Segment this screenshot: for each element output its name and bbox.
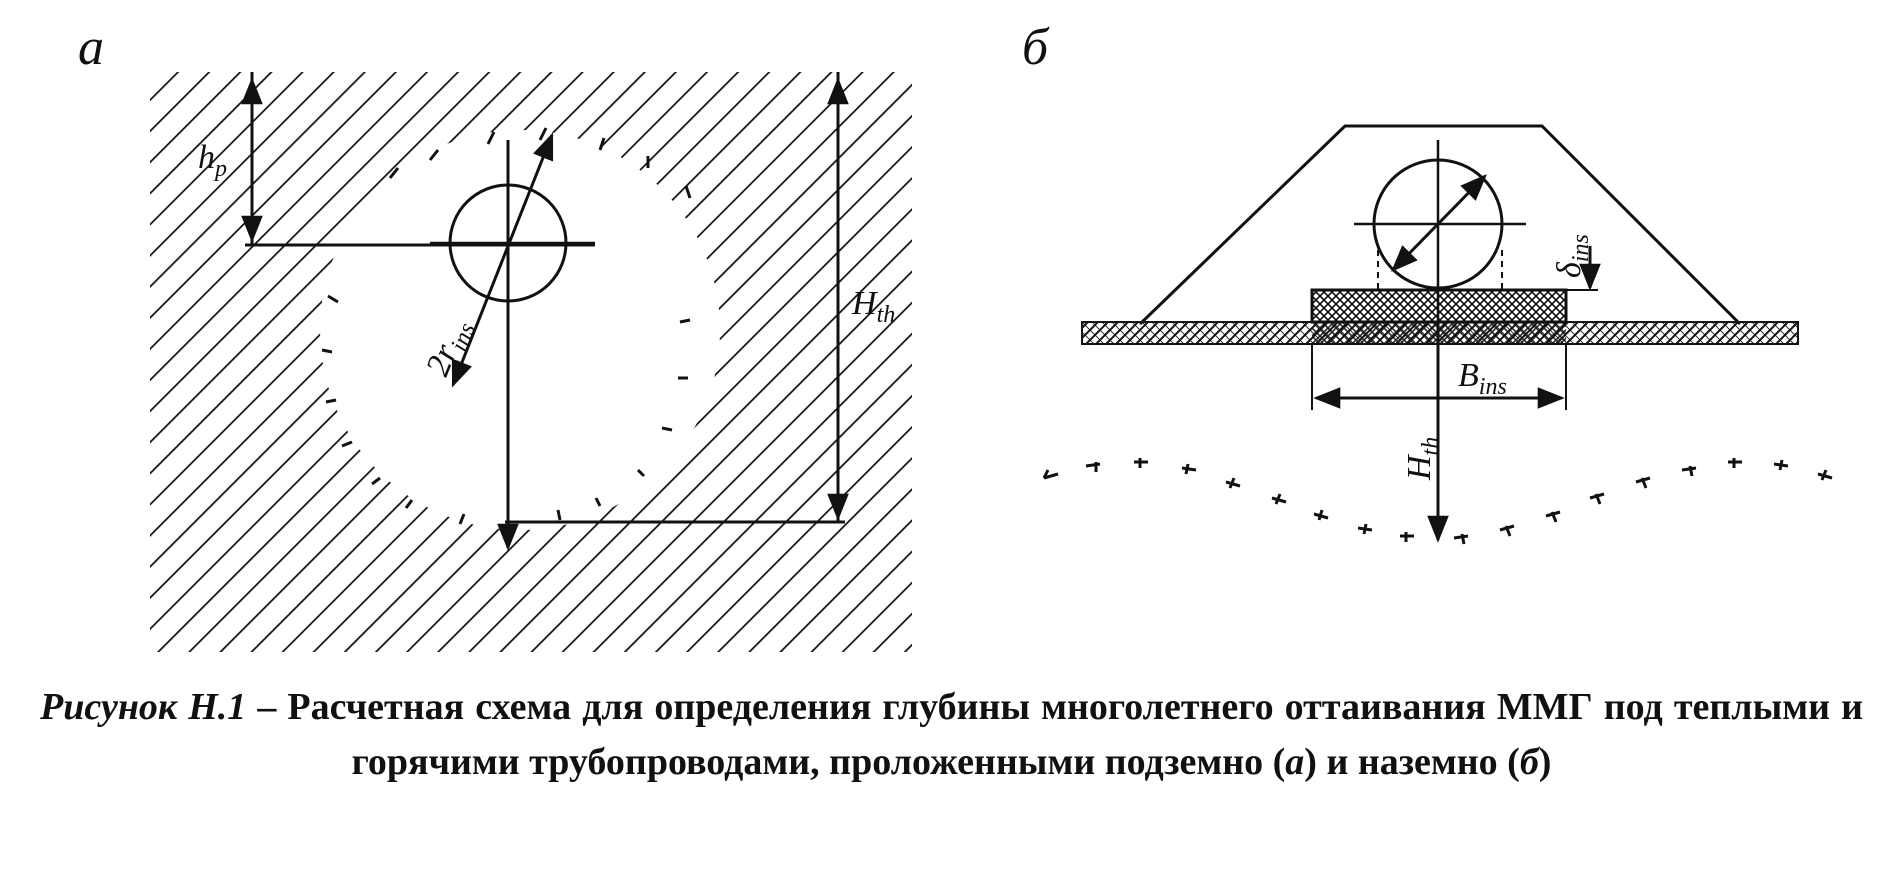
panel-a: а hp 2rins Hth bbox=[78, 19, 912, 652]
caption-text-3: ) bbox=[1538, 741, 1552, 783]
caption-letter-b: б bbox=[1519, 741, 1539, 783]
caption-figure-number: Рисунок Н.1 bbox=[40, 686, 247, 728]
caption-letter-a: а bbox=[1285, 741, 1305, 783]
caption-dash: – bbox=[246, 686, 288, 728]
hth-label-b: Hth bbox=[1401, 437, 1444, 481]
figure-caption: Рисунок Н.1 – Расчетная схема для опреде… bbox=[40, 680, 1863, 790]
frozen-soil-hatched bbox=[150, 72, 912, 652]
caption-text-1: Расчетная схема для определения глубины … bbox=[287, 686, 1863, 783]
thaw-boundary-wave bbox=[1042, 458, 1833, 545]
thaw-depth-diagram: а hp 2rins Hth б bbox=[78, 19, 1833, 652]
hp-label: hp bbox=[198, 139, 227, 182]
bins-label: Bins bbox=[1458, 357, 1507, 400]
hth-label-a: Hth bbox=[851, 285, 895, 328]
panel-b-letter: б bbox=[1022, 19, 1050, 76]
embankment-outline bbox=[1138, 124, 1742, 326]
panel-b: б δins Bins Hth bbox=[1022, 19, 1833, 545]
delta-label: δins bbox=[1551, 234, 1594, 278]
panel-a-letter: а bbox=[78, 19, 104, 76]
rins-arrow bbox=[451, 132, 554, 388]
caption-text-2: ) и наземно ( bbox=[1304, 741, 1520, 783]
